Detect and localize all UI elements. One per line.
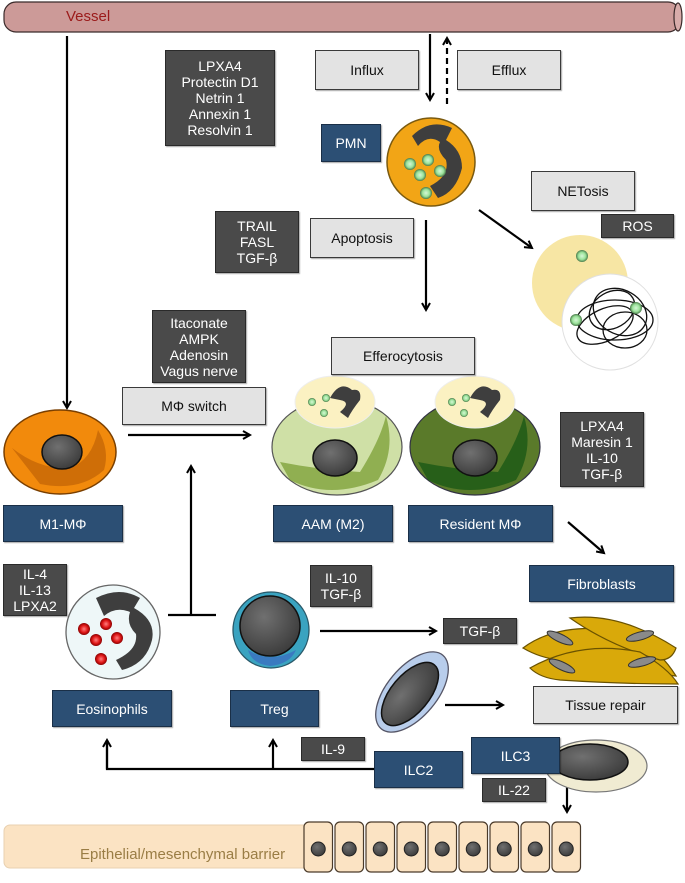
mediator-item: LPXA2 bbox=[13, 598, 57, 614]
cell-label-m1: M1-MΦ bbox=[3, 505, 123, 542]
mediator-item: IL-4 bbox=[22, 566, 48, 582]
netosis-label: NETosis bbox=[531, 171, 635, 211]
efferocytosis-label: Efferocytosis bbox=[331, 337, 475, 375]
pmn-cell bbox=[386, 117, 476, 207]
mediator-item: Itaconate bbox=[170, 314, 228, 331]
mediator-item: Annexin 1 bbox=[188, 106, 252, 122]
mediator-item: Netrin 1 bbox=[195, 90, 245, 106]
mediator-item: Protectin D1 bbox=[181, 74, 259, 90]
mediator-item: LPXA4 bbox=[198, 58, 242, 74]
mediator-item: IL-10 bbox=[586, 449, 618, 466]
mediators-mphi-switch: Itaconate AMPK Adenosin Vagus nerve bbox=[152, 310, 246, 383]
mediator-item: TGF-β bbox=[459, 623, 501, 639]
efflux-label: Efflux bbox=[457, 50, 561, 90]
fibroblasts-cell bbox=[521, 616, 680, 685]
cell-label-resident: Resident MΦ bbox=[408, 505, 553, 542]
epithelial-cell bbox=[334, 821, 365, 873]
mediators-resident-mphi: LPXA4 Maresin 1 IL-10 TGF-β bbox=[560, 412, 644, 487]
mediator-item: LPXA4 bbox=[580, 417, 624, 434]
barrier-label: Epithelial/mesenchymal barrier bbox=[80, 846, 286, 863]
mediator-item: TGF-β bbox=[320, 586, 362, 602]
mediators-pmn-recruitment: LPXA4 Protectin D1 Netrin 1 Annexin 1 Re… bbox=[165, 50, 275, 146]
mediator-item: ROS bbox=[622, 218, 653, 234]
arrows bbox=[67, 34, 604, 812]
mediators-eosinophils: IL-4 IL-13 LPXA2 bbox=[3, 564, 67, 616]
cell-label-aam: AAM (M2) bbox=[273, 505, 393, 542]
tissue-repair-label: Tissue repair bbox=[533, 686, 678, 724]
mediator-item: TGF-β bbox=[581, 465, 623, 482]
epithelial-cell bbox=[520, 821, 551, 873]
mediators-apoptosis: TRAIL FASL TGF-β bbox=[215, 211, 299, 273]
mediators-netosis: ROS bbox=[601, 214, 674, 238]
mediators-treg-to-fibroblast: TGF-β bbox=[443, 618, 517, 644]
epithelial-cell bbox=[365, 821, 396, 873]
apoptosis-label: Apoptosis bbox=[310, 218, 414, 258]
mediator-item: Vagus nerve bbox=[160, 362, 238, 379]
ilc3-cell bbox=[544, 739, 648, 793]
cell-label-fibroblasts: Fibroblasts bbox=[529, 565, 674, 602]
epithelial-cell bbox=[551, 821, 582, 873]
mediators-treg: IL-10 TGF-β bbox=[310, 565, 372, 607]
cell-label-ilc2: ILC2 bbox=[374, 751, 463, 788]
mphi-switch-label: MΦ switch bbox=[122, 387, 266, 425]
ilc2-cell bbox=[375, 651, 449, 733]
arrow-pmn-to-netosis bbox=[478, 209, 532, 248]
mediator-item: TGF-β bbox=[236, 250, 278, 266]
epithelial-cell bbox=[489, 821, 520, 873]
cell-label-pmn: PMN bbox=[321, 124, 381, 162]
epithelial-cell bbox=[303, 821, 334, 873]
mediator-item: IL-9 bbox=[320, 741, 346, 757]
treg-cell bbox=[232, 591, 310, 669]
influx-label: Influx bbox=[315, 50, 419, 90]
cell-label-ilc3: ILC3 bbox=[471, 737, 560, 774]
arrow-resident-to-fibroblasts bbox=[567, 521, 604, 553]
epithelial-cell bbox=[427, 821, 458, 873]
cell-label-eosinophils: Eosinophils bbox=[52, 690, 172, 727]
resident-macrophage-cell bbox=[409, 375, 541, 496]
mediator-item: IL-22 bbox=[498, 782, 530, 798]
mediator-item: Maresin 1 bbox=[571, 433, 633, 450]
aam-cell bbox=[271, 375, 403, 496]
mediator-item: IL-13 bbox=[19, 582, 51, 598]
mediators-ilc2: IL-9 bbox=[301, 737, 365, 761]
epithelial-barrier bbox=[3, 821, 582, 873]
eosinophil-cell bbox=[65, 584, 161, 680]
vessel-label: Vessel bbox=[66, 8, 111, 25]
epithelial-cell bbox=[396, 821, 427, 873]
vessel bbox=[3, 1, 683, 33]
epithelial-cell bbox=[458, 821, 489, 873]
mediator-item: IL-10 bbox=[325, 570, 357, 586]
mediator-item: Adenosin bbox=[169, 346, 229, 363]
m1-macrophage-cell bbox=[3, 409, 117, 495]
mediator-item: Resolvin 1 bbox=[187, 122, 253, 138]
mediators-ilc3: IL-22 bbox=[482, 778, 546, 802]
cell-label-treg: Treg bbox=[230, 690, 319, 727]
netosis-cell bbox=[532, 235, 659, 371]
mediator-item: AMPK bbox=[179, 330, 219, 347]
mediator-item: FASL bbox=[239, 234, 275, 250]
mediator-item: TRAIL bbox=[237, 218, 277, 234]
